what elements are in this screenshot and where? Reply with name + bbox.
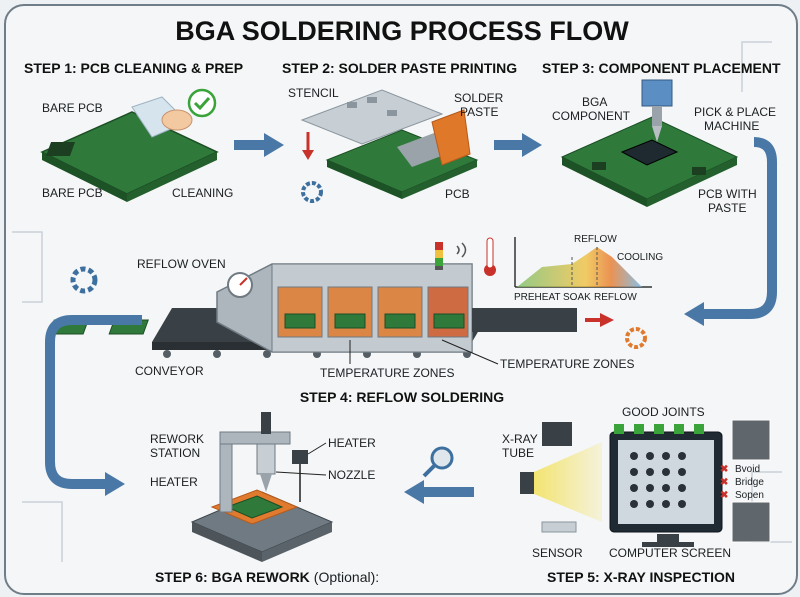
svg-text:✖: ✖: [720, 464, 728, 475]
label-nozzle: NOZZLE: [328, 468, 375, 482]
label-paste-step3: PASTE: [708, 201, 746, 215]
xray-sensor: [541, 521, 577, 533]
step1-heading: STEP 1: PCB CLEANING & PREP: [24, 60, 243, 76]
label-preheat: PREHEAT: [514, 292, 561, 303]
bga-chip: [620, 139, 679, 166]
step6-heading: STEP 6: BGA REWORK(Optional):: [155, 569, 379, 585]
open-zoom-image: [731, 501, 771, 543]
label-sensor: SENSOR: [532, 546, 583, 560]
label-bare-pcb-top: BARE PCB: [42, 101, 103, 115]
xray-station: ✖ ✖ ✖: [520, 419, 771, 547]
diagram-canvas: BGA SOLDERING PROCESS FLOW STEP 1: PCB C…: [12, 16, 792, 585]
diagram-frame: BGA SOLDERING PROCESS FLOW STEP 1: PCB C…: [4, 4, 798, 595]
label-temperature-zones-left: TEMPERATURE ZONES: [320, 366, 454, 380]
step2-illustration: [300, 89, 479, 203]
label-cleaning: CLEANING: [172, 186, 233, 200]
label-machine: MACHINE: [704, 119, 759, 133]
label-component: COMPONENT: [552, 109, 631, 123]
label-computer-screen: COMPUTER SCREEN: [609, 546, 731, 560]
step1-illustration: [40, 88, 219, 202]
reflow-oven: [48, 237, 647, 358]
squeegee: [431, 109, 471, 166]
label-open: Sopen: [735, 490, 764, 501]
xray-tube: [542, 422, 572, 446]
svg-text:✖: ✖: [720, 477, 728, 488]
label-reflow-zone: REFLOW: [594, 292, 637, 303]
step3-heading: STEP 3: COMPONENT PLACEMENT: [542, 60, 781, 76]
label-stencil: STENCIL: [288, 86, 339, 100]
label-station: STATION: [150, 446, 200, 460]
void-zoom-image: [731, 419, 771, 461]
label-tube: TUBE: [502, 446, 534, 460]
flow-arrow-4-6: [45, 315, 142, 489]
wrench-gear-icon: [70, 266, 98, 294]
oven-zone-1: [277, 286, 323, 338]
label-pcb-with: PCB WITH: [698, 187, 757, 201]
label-paste: PASTE: [460, 105, 498, 119]
label-pcb: PCB: [445, 187, 470, 201]
label-pick-place: PICK & PLACE: [694, 105, 776, 119]
step6-heading-main: STEP 6: BGA REWORK: [155, 569, 310, 585]
label-solder: SOLDER: [454, 91, 504, 105]
label-reflow-peak: REFLOW: [574, 234, 617, 245]
magnifier-icon: [430, 446, 454, 470]
hand: [161, 109, 193, 131]
label-soak: SOAK: [563, 292, 591, 303]
svg-text:✖: ✖: [720, 490, 728, 501]
label-cooling: COOLING: [617, 252, 663, 263]
rework-station: [190, 412, 334, 562]
step4-heading: STEP 4: REFLOW SOLDERING: [300, 389, 504, 405]
label-xray: X-RAY: [502, 432, 538, 446]
flow-arrow-3-4: [702, 137, 777, 319]
label-rework: REWORK: [150, 432, 204, 446]
oven-zone-3: [377, 286, 423, 338]
step2-heading: STEP 2: SOLDER PASTE PRINTING: [282, 60, 517, 76]
step3-illustration: [560, 79, 739, 207]
pick-place-head: [641, 79, 673, 107]
stencil-sheet: [300, 89, 444, 145]
label-bare-pcb-bottom: BARE PCB: [42, 186, 103, 200]
label-temperature-zones-right: TEMPERATURE ZONES: [500, 357, 634, 371]
label-bridge: Bridge: [735, 477, 764, 488]
label-good-joints: GOOD JOINTS: [622, 405, 705, 419]
thermometer-icon: [486, 237, 494, 269]
reflow-profile-graph: [514, 237, 652, 288]
label-heater-left: HEATER: [150, 475, 198, 489]
page-title: BGA SOLDERING PROCESS FLOW: [175, 16, 629, 46]
rework-nozzle: [256, 443, 276, 475]
step6-heading-optional: (Optional):: [314, 569, 379, 585]
good-joint-checks: [614, 424, 704, 434]
gear-icon: [301, 181, 323, 203]
label-conveyor: CONVEYOR: [135, 364, 204, 378]
label-reflow-oven: REFLOW OVEN: [137, 257, 226, 271]
gear-icon-oven: [625, 327, 647, 349]
check-icon: [187, 88, 217, 118]
oven-zone-2: [327, 286, 373, 338]
oven-zone-4: [427, 286, 469, 338]
label-bga: BGA: [582, 95, 607, 109]
reflow-profile-curve: [517, 247, 642, 287]
label-void: Bvoid: [735, 464, 760, 475]
step5-heading: STEP 5: X-RAY INSPECTION: [547, 569, 735, 585]
label-heater-right: HEATER: [328, 436, 376, 450]
